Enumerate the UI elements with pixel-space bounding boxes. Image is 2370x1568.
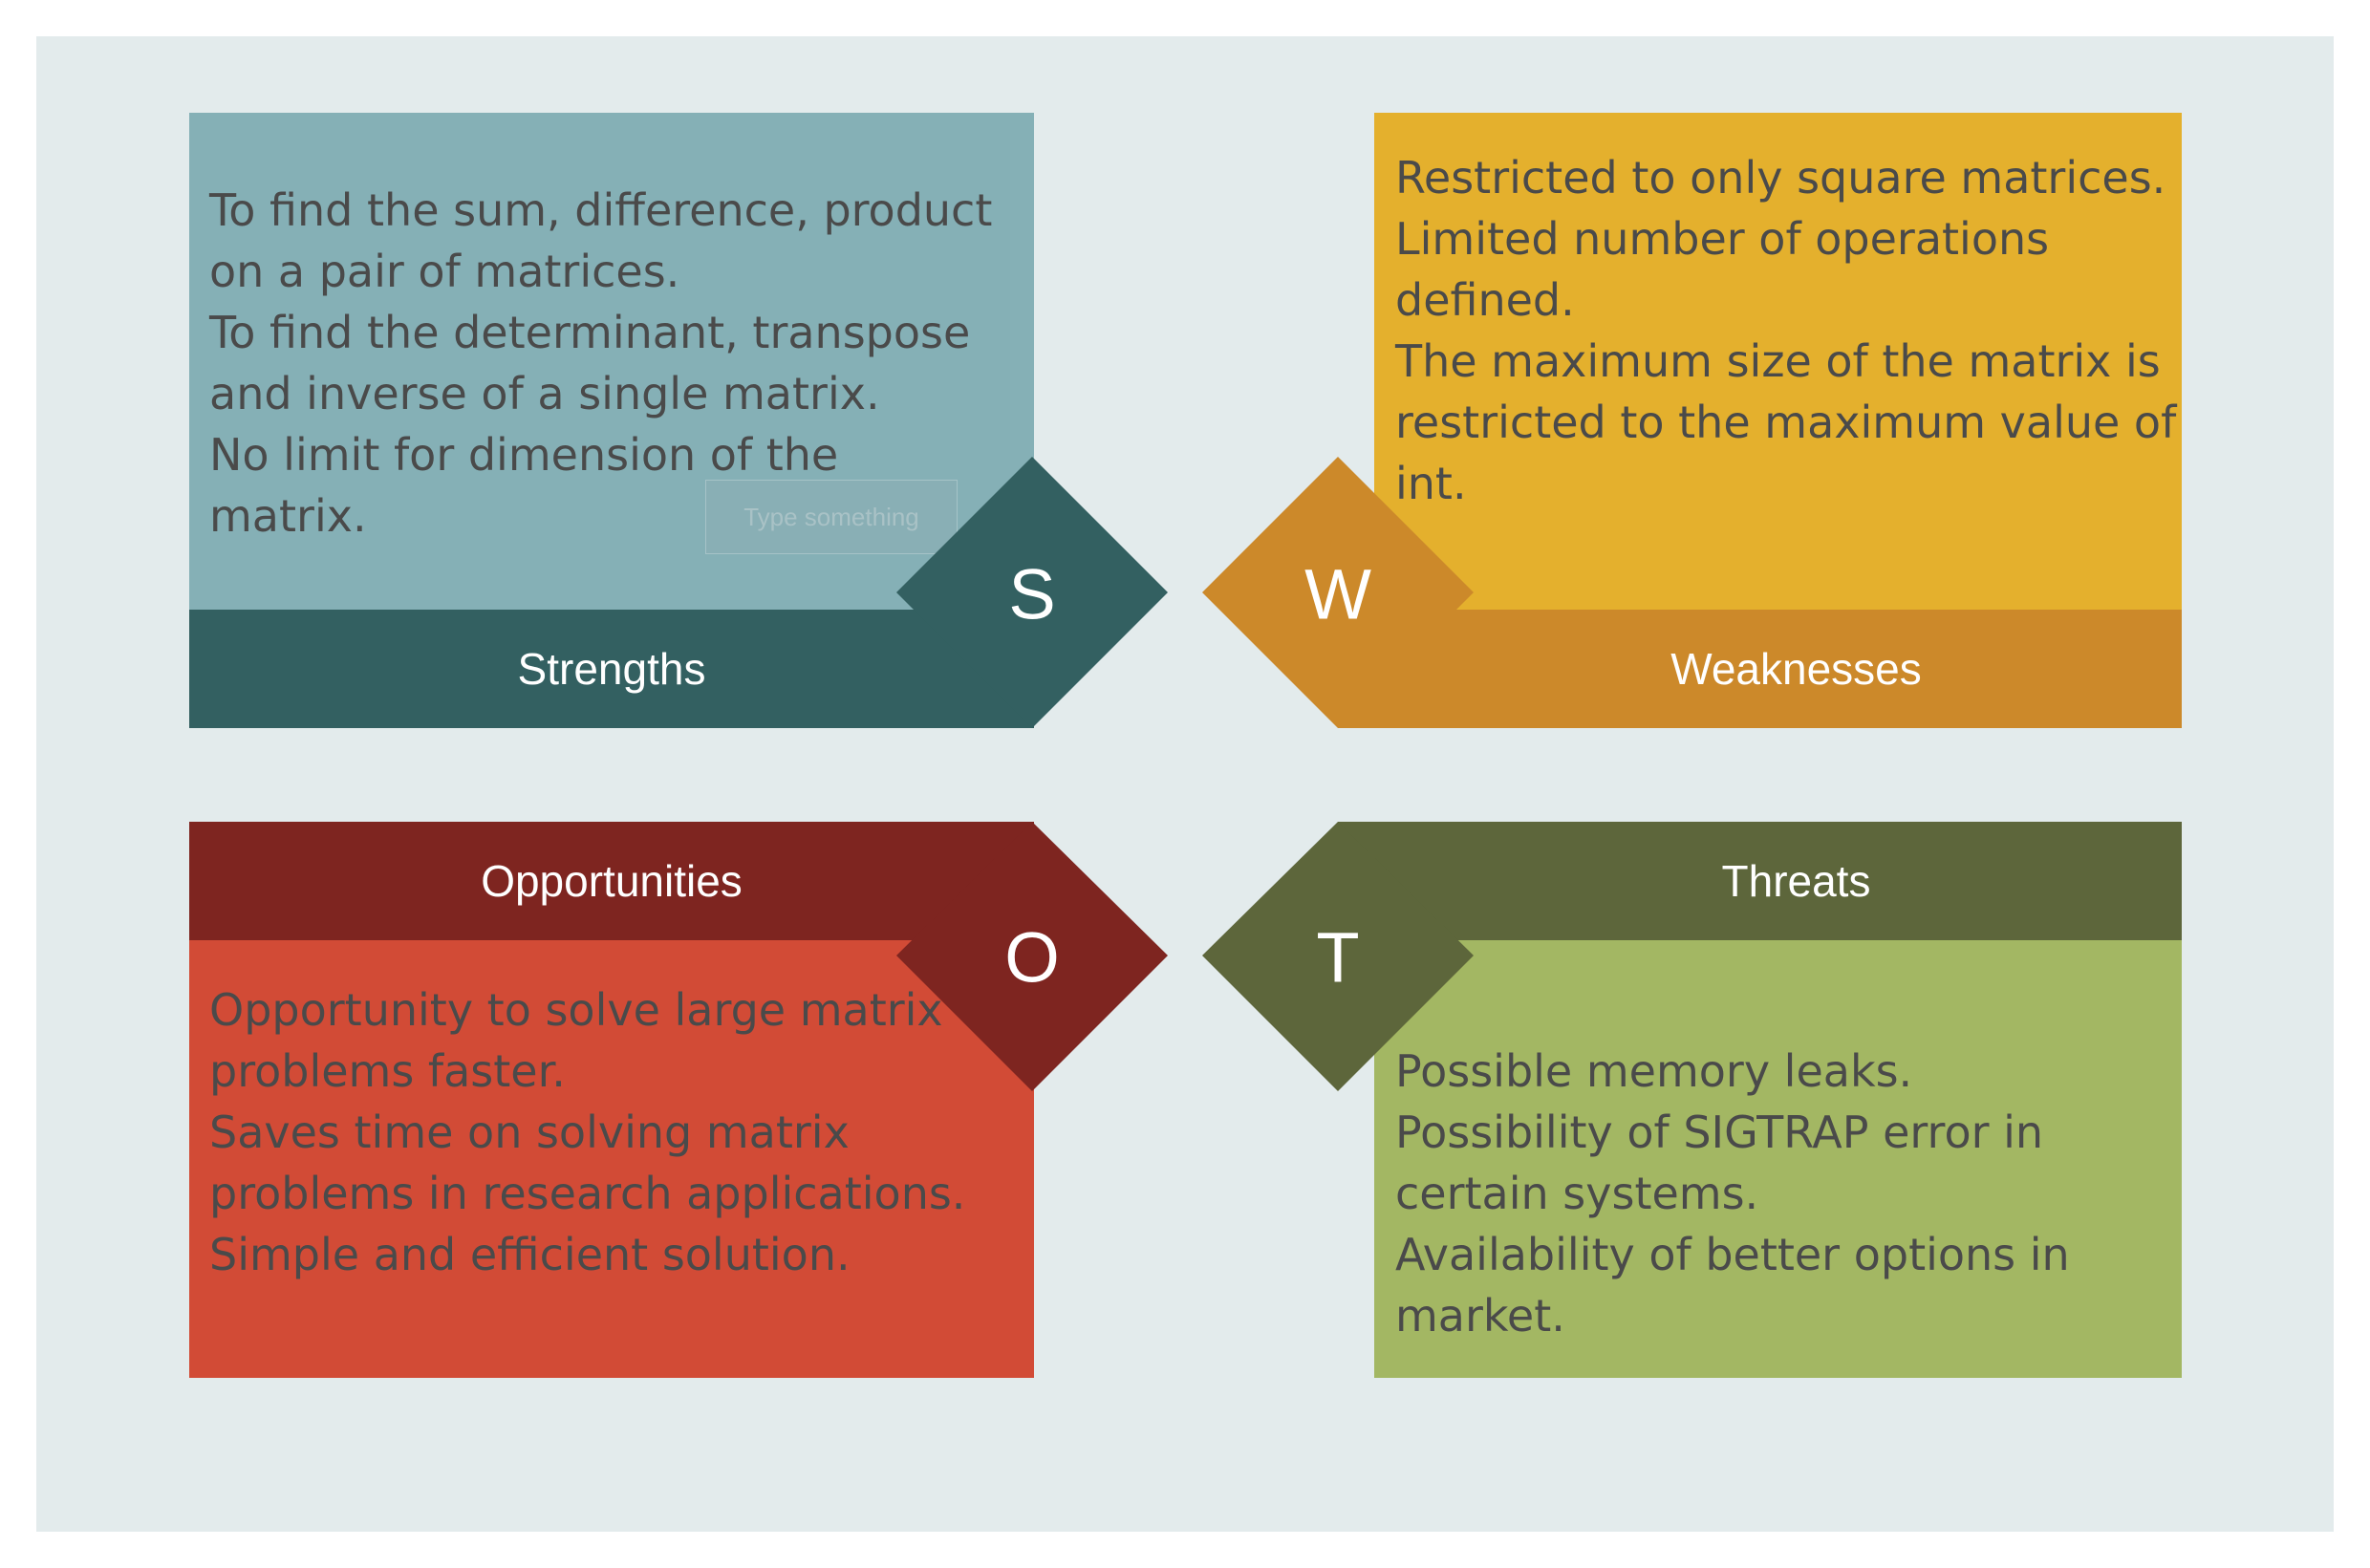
opportunities-line: Saves time on solving matrix [209,1106,850,1158]
strengths-text: To find the sum, difference, product on … [209,180,992,547]
threats-text: Possible memory leaks. Possibility of SI… [1395,1041,2070,1346]
strengths-line: on a pair of matrices. [209,246,680,297]
strengths-title: Strengths [517,644,706,694]
type-something-input[interactable]: Type something [705,480,958,554]
weaknesses-text: Restricted to only square matrices. Limi… [1395,147,2176,514]
opportunities-line: Simple and efficient solution. [209,1229,851,1280]
opportunities-band: Opportunities [189,822,1034,940]
threats-body [1374,940,2182,1378]
strengths-line: To find the determinant, transpose [209,307,971,358]
strengths-line: matrix. [209,490,367,542]
weaknesses-body [1374,113,2182,610]
strengths-band: Strengths [189,610,1034,728]
weaknesses-line: restricted to the maximum value of [1395,397,2177,448]
strengths-line: To find the sum, difference, product [209,184,993,236]
opportunities-line: Opportunity to solve large matrix [209,984,943,1036]
threats-line: market. [1395,1290,1565,1342]
weaknesses-title: Weaknesses [1670,644,1922,694]
threats-line: certain systems. [1395,1168,1759,1219]
threats-line: Availability of better options in [1395,1229,2070,1280]
threats-band: Threats [1338,822,2182,940]
opportunities-body [189,940,1034,1378]
opportunities-line: problems in research applications. [209,1168,966,1219]
strengths-line: No limit for dimension of the [209,429,839,481]
weaknesses-line: int. [1395,458,1467,509]
strengths-line: and inverse of a single matrix. [209,368,880,419]
threats-title: Threats [1721,856,1871,906]
threats-line: Possibility of SIGTRAP error in [1395,1106,2044,1158]
opportunities-text: Opportunity to solve large matrix proble… [209,979,965,1285]
weaknesses-line: Limited number of operations [1395,213,2050,265]
weaknesses-line: Restricted to only square matrices. [1395,152,2166,204]
threats-line: Possible memory leaks. [1395,1045,1913,1097]
opportunities-line: problems faster. [209,1045,566,1097]
weaknesses-line: defined. [1395,274,1575,326]
opportunities-title: Opportunities [481,856,743,906]
weaknesses-band: Weaknesses [1338,610,2182,728]
weaknesses-line: The maximum size of the matrix is [1395,335,2161,387]
